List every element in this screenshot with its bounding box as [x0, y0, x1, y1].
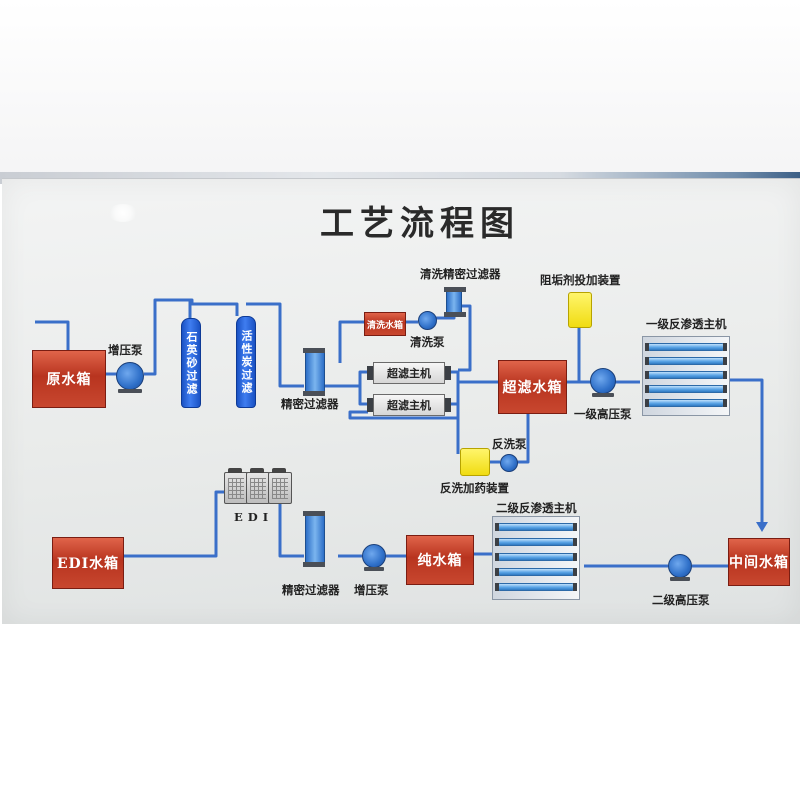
pump-icon [116, 362, 144, 390]
uf-water-tank: 超滤水箱 [498, 360, 567, 414]
edi-module-1 [224, 468, 248, 504]
primary-ro-unit-label: 一级反渗透主机 [646, 317, 727, 331]
pump-icon [590, 368, 616, 394]
edi-stack-grid [272, 478, 288, 499]
pump-icon [668, 554, 692, 578]
precision-filter-2-label: 精密过滤器 [282, 583, 340, 597]
light-glare [108, 204, 138, 222]
ro-membrane-tube [495, 523, 577, 531]
secondary-ro-unit [492, 516, 580, 600]
activated-carbon-filter: 活性炭过滤 [236, 316, 256, 408]
primary-hp-pump-label: 一级高压泵 [574, 407, 632, 421]
secondary-hp-pump [668, 554, 694, 581]
booster-pump-1 [116, 362, 146, 393]
ro-membrane-tube [495, 568, 577, 576]
raw-water-tank-label: 原水箱 [46, 372, 92, 388]
ro-membrane-tube [645, 385, 727, 393]
primary-ro-unit [642, 336, 730, 416]
pump-icon [500, 454, 518, 472]
cleaning-pump-label: 清洗泵 [410, 335, 445, 349]
booster-pump-1-label: 增压泵 [108, 343, 143, 357]
cleaning-pump [418, 311, 438, 331]
quartz-sand-filter-label: 石英砂过滤 [185, 330, 198, 396]
pure-water-tank: 纯水箱 [406, 535, 474, 585]
pump-base [118, 389, 142, 393]
backwash-pump [500, 454, 518, 472]
ro-membrane-tube [495, 538, 577, 546]
precision-filter-1 [303, 348, 325, 396]
backwash-dosing-unit [460, 448, 490, 476]
edi-stack-grid [228, 478, 244, 499]
intermediate-water-tank-label: 中间水箱 [729, 555, 789, 571]
background-bottom [0, 624, 800, 800]
backwash-pump-label: 反洗泵 [492, 437, 527, 451]
uf-unit-2: 超滤主机 [367, 394, 451, 416]
pump-base [364, 567, 384, 571]
intermediate-water-tank: 中间水箱 [728, 538, 790, 586]
ro-membrane-tube [495, 553, 577, 561]
ro-membrane-tube [495, 583, 577, 591]
uf-unit-1: 超滤主机 [367, 362, 451, 384]
pump-base [670, 577, 690, 581]
activated-carbon-filter-label: 活性炭过滤 [240, 329, 253, 395]
cleaning-tank-label: 清洗水箱 [366, 320, 403, 331]
raw-water-tank: 原水箱 [32, 350, 106, 408]
edi-module-3 [268, 468, 292, 504]
primary-hp-pump [590, 368, 618, 397]
edi-stack-grid [250, 478, 266, 499]
cleaning-precision-filter-label: 清洗精密过滤器 [420, 267, 501, 281]
edi-unit-label: EDI [234, 510, 274, 524]
edi-water-tank-label: EDI水箱 [56, 556, 120, 572]
pump-base [592, 393, 614, 397]
quartz-sand-filter: 石英砂过滤 [181, 318, 201, 408]
precision-filter-1-label: 精密过滤器 [281, 397, 339, 411]
secondary-hp-pump-label: 二级高压泵 [652, 593, 710, 607]
secondary-ro-unit-label: 二级反渗透主机 [496, 501, 577, 515]
diagram-title: 工艺流程图 [320, 204, 520, 244]
booster-pump-2-label: 增压泵 [354, 583, 389, 597]
booster-pump-2 [362, 544, 388, 571]
cleaning-tank: 清洗水箱 [364, 312, 406, 336]
precision-filter-2 [303, 511, 325, 567]
ro-membrane-tube [645, 399, 727, 407]
uf-water-tank-label: 超滤水箱 [502, 380, 563, 396]
edi-water-tank: EDI水箱 [52, 537, 124, 589]
cleaning-precision-filter [444, 287, 466, 317]
antiscalant-dosing-unit [568, 292, 592, 328]
ro-membrane-tube [645, 343, 727, 351]
ro-membrane-tube [645, 371, 727, 379]
antiscalant-dosing-label: 阻垢剂投加装置 [540, 273, 621, 287]
pump-icon [418, 311, 437, 330]
edi-module-2 [246, 468, 270, 504]
pure-water-tank-label: 纯水箱 [417, 553, 463, 569]
ro-membrane-tube [645, 357, 727, 365]
pump-icon [362, 544, 386, 568]
backwash-dosing-label: 反洗加药装置 [440, 481, 509, 495]
